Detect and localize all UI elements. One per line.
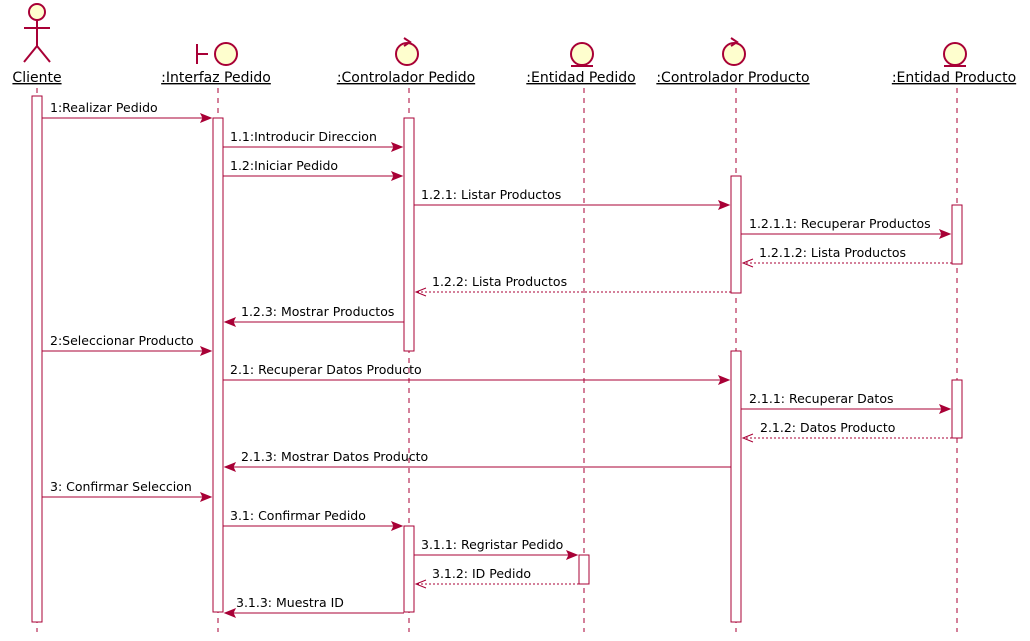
message: 2.1.2: Datos Producto xyxy=(741,420,952,443)
participant-entidad-pedido: :Entidad Pedido xyxy=(526,42,636,86)
activation-bar xyxy=(31,95,43,623)
activation-bar xyxy=(951,379,963,439)
participant-label: :Controlador Producto xyxy=(656,70,809,86)
message-label: 3.1.1: Regristar Pedido xyxy=(421,537,563,552)
message-label: 2.1: Recuperar Datos Producto xyxy=(230,362,422,377)
participant-controlador-producto: :Controlador Producto xyxy=(656,37,810,86)
message-label: 2.1.1: Recuperar Datos xyxy=(749,391,893,406)
message-label: 1.2:Iniciar Pedido xyxy=(230,158,338,173)
activation-bars xyxy=(31,95,963,623)
message-label: 1.1:Introducir Direccion xyxy=(230,129,377,144)
activation-bar xyxy=(212,117,224,613)
participant-cliente: Cliente xyxy=(12,3,62,86)
message-label: 1.2.3: Mostrar Productos xyxy=(241,304,394,319)
entity-icon xyxy=(570,42,594,67)
activation-bar xyxy=(403,525,415,613)
message: 1.2:Iniciar Pedido xyxy=(223,158,404,181)
activation-bar xyxy=(730,175,742,294)
message: 1:Realizar Pedido xyxy=(42,100,213,123)
message-label: 1.2.1: Listar Productos xyxy=(421,187,561,202)
message-label: 2:Seleccionar Producto xyxy=(50,333,194,348)
message-label: 2.1.3: Mostrar Datos Producto xyxy=(241,449,428,464)
message: 3.1.2: ID Pedido xyxy=(414,566,579,589)
message: 3: Confirmar Seleccion xyxy=(42,479,213,502)
boundary-icon xyxy=(196,42,238,66)
message: 1.2.1.2: Lista Productos xyxy=(741,245,952,268)
activation-bar xyxy=(730,350,742,623)
message: 1.2.3: Mostrar Productos xyxy=(223,304,404,327)
message: 1.2.1.1: Recuperar Productos xyxy=(741,216,952,239)
actor-icon xyxy=(23,3,51,63)
activation-bar xyxy=(403,117,415,352)
message-label: 1.2.2: Lista Productos xyxy=(432,274,567,289)
message: 3.1.3: Muestra ID xyxy=(223,595,404,618)
message: 2.1: Recuperar Datos Producto xyxy=(223,362,731,385)
participant-label: :Entidad Producto xyxy=(892,70,1016,86)
message: 3.1.1: Regristar Pedido xyxy=(414,537,579,560)
message-label: 3: Confirmar Seleccion xyxy=(50,479,192,494)
message: 2.1.1: Recuperar Datos xyxy=(741,391,952,414)
message: 3.1: Confirmar Pedido xyxy=(223,508,404,531)
participant-label: :Controlador Pedido xyxy=(337,70,475,86)
control-icon xyxy=(395,37,419,66)
participant-controlador-pedido: :Controlador Pedido xyxy=(337,37,475,86)
message-label: 3.1.2: ID Pedido xyxy=(432,566,531,581)
activation-bar xyxy=(951,204,963,265)
message: 2.1.3: Mostrar Datos Producto xyxy=(223,449,731,472)
participant-label: :Interfaz Pedido xyxy=(161,70,271,86)
message-label: 2.1.2: Datos Producto xyxy=(760,420,895,435)
participant-label: :Entidad Pedido xyxy=(526,70,635,86)
participant-entidad-producto: :Entidad Producto xyxy=(892,42,1016,86)
participant-label: Cliente xyxy=(12,70,61,86)
participant-interfaz-pedido: :Interfaz Pedido xyxy=(161,42,271,86)
message-label: 1.2.1.2: Lista Productos xyxy=(759,245,906,260)
entity-icon xyxy=(943,42,967,67)
message: 2:Seleccionar Producto xyxy=(42,333,213,356)
message: 1.2.1: Listar Productos xyxy=(414,187,731,210)
message-label: 1:Realizar Pedido xyxy=(50,100,158,115)
message-label: 1.2.1.1: Recuperar Productos xyxy=(749,216,931,231)
activation-bar xyxy=(578,554,590,585)
message-label: 3.1.3: Muestra ID xyxy=(236,595,344,610)
message: 1.2.2: Lista Productos xyxy=(414,274,731,297)
message: 1.1:Introducir Direccion xyxy=(223,129,404,152)
control-icon xyxy=(722,37,746,66)
message-label: 3.1: Confirmar Pedido xyxy=(230,508,366,523)
